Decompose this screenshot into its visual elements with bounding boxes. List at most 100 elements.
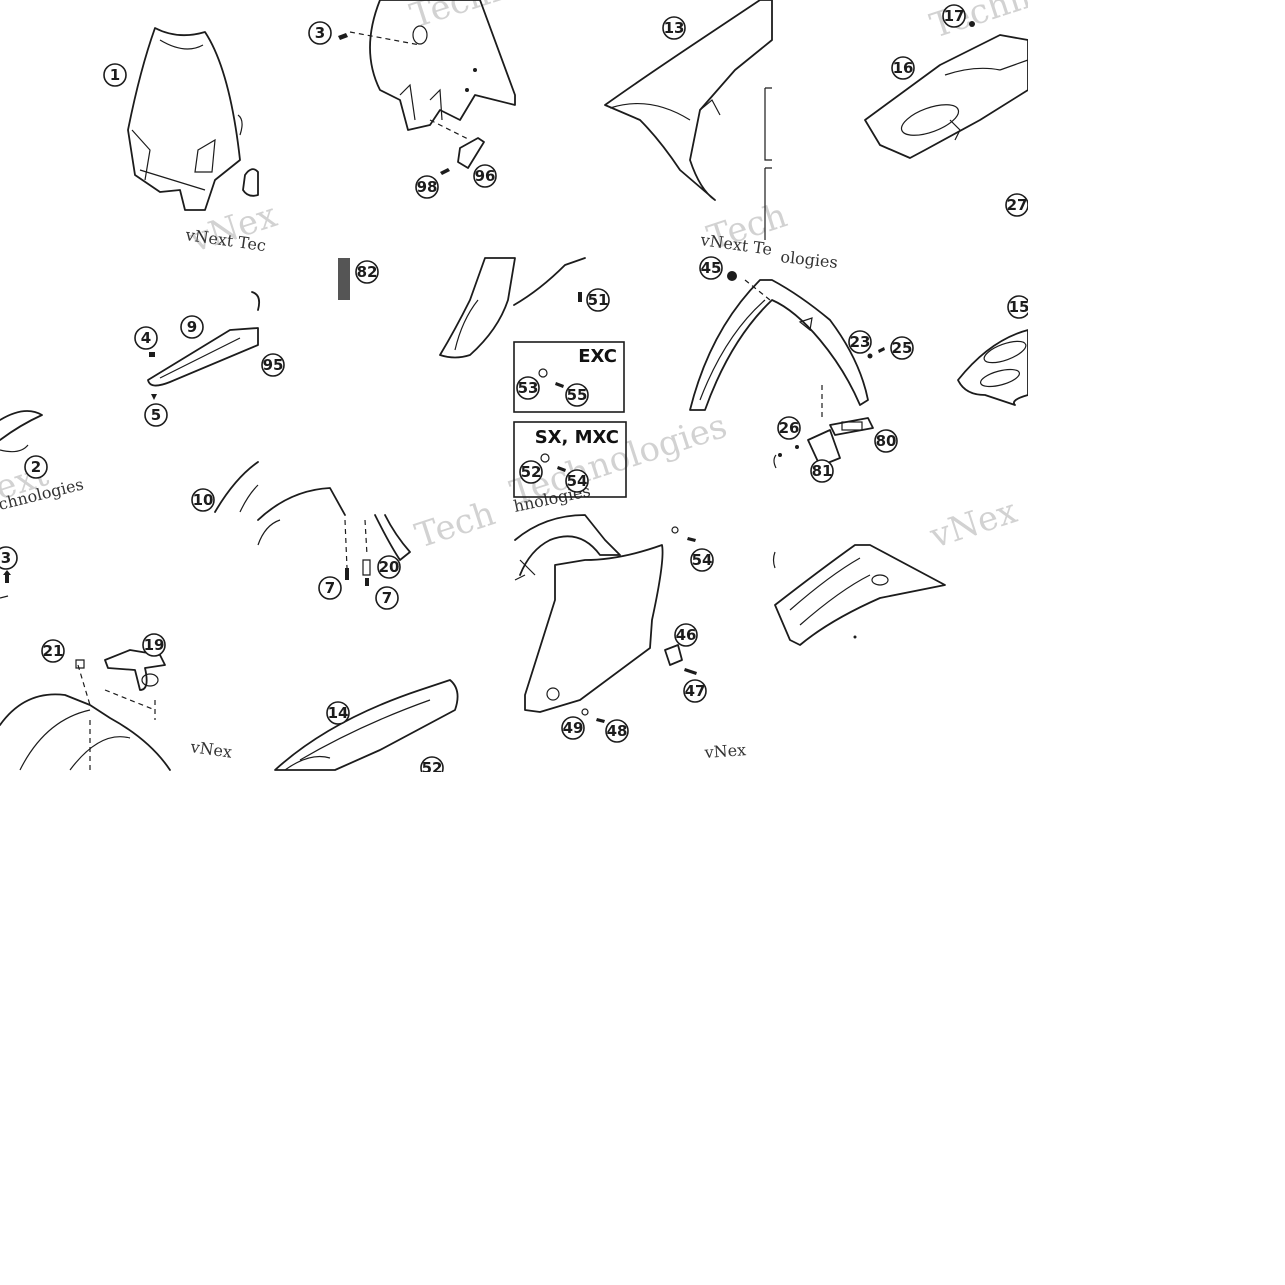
svg-text:55: 55 [567,386,588,404]
callout-53: 53 [516,376,540,400]
watermark-text: Techno [405,0,535,37]
shroud-bracket-drawing [0,410,43,453]
callout-10: 10 [191,488,215,512]
callout-52: 52 [519,460,543,484]
svg-text:13: 13 [664,19,685,37]
svg-text:27: 27 [1007,196,1028,214]
svg-text:96: 96 [475,167,496,185]
svg-text:45: 45 [701,259,722,277]
air-box-strip-drawing [338,258,350,300]
sx-mxc-variant-box [513,421,627,498]
svg-text:15: 15 [1009,298,1030,316]
callout-5: 5 [144,403,168,427]
callout-98: 98 [415,175,439,199]
callout-96: 96 [473,164,497,188]
variant-boxes: EXC SX, MXC [513,341,627,498]
callout-4: 4 [134,326,158,350]
callout-9: 9 [180,315,204,339]
watermark-text: Tech [410,493,500,556]
headlight-mask-drawing [127,27,259,211]
callout-17: 17 [942,4,966,28]
side-number-plate-drawing [514,514,697,723]
svg-text:21: 21 [43,642,64,660]
svg-text:2: 2 [31,458,41,476]
svg-text:48: 48 [607,722,628,740]
svg-text:46: 46 [676,626,697,644]
callout-27: 27 [1005,193,1029,217]
svg-text:81: 81 [812,462,833,480]
spoiler-drawing [147,291,261,400]
svg-text:10: 10 [193,491,214,509]
svg-text:9: 9 [187,318,197,336]
callout-81: 81 [810,459,834,483]
callout-21: 21 [41,639,65,663]
callout-26: 26 [777,416,801,440]
rear-fender-drawing [604,0,773,240]
svg-text:80: 80 [876,432,897,450]
number-plate-drawing [338,0,516,175]
svg-text:14: 14 [328,704,349,722]
exc-variant-box [513,341,625,413]
callout-15: 15 [1007,295,1031,319]
svg-text:3: 3 [1,549,11,567]
svg-text:49: 49 [563,719,584,737]
callout-23: 23 [848,330,872,354]
svg-text:53: 53 [518,379,539,397]
callout-7-second: 7 [375,586,399,610]
front-fender-tip-drawing [439,257,586,359]
svg-text:47: 47 [685,682,706,700]
svg-text:98: 98 [417,178,438,196]
callout-46: 46 [674,623,698,647]
callout-13: 13 [662,16,686,40]
svg-text:20: 20 [379,558,400,576]
svg-text:1: 1 [110,66,120,84]
callout-82: 82 [355,260,379,284]
svg-text:52: 52 [521,463,542,481]
radiator-scoop-drawing [214,461,259,513]
svg-text:95: 95 [263,356,284,374]
svg-text:23: 23 [850,333,871,351]
seat-drawing [864,21,1029,159]
svg-text:5: 5 [151,406,161,424]
callout-55: 55 [565,383,589,407]
callout-54: 54 [565,469,589,493]
callout-7: 7 [318,576,342,600]
fuel-tank-drawing [0,570,171,771]
svg-text:17: 17 [944,7,965,25]
callout-2: 2 [24,455,48,479]
callout-19: 19 [142,633,166,657]
callout-3-lower: 3 [0,546,18,570]
part-drawings: EXC SX, MXC [0,0,1029,771]
callout-49: 49 [561,716,585,740]
svg-text:26: 26 [779,419,800,437]
svg-text:4: 4 [141,329,151,347]
callout-25: 25 [890,336,914,360]
svg-text:82: 82 [357,263,378,281]
callout-51: 51 [586,288,610,312]
callout-54-lower: 54 [690,548,714,572]
svg-text:19: 19 [144,636,165,654]
sx-mxc-variant-label: SX, MXC [535,427,619,448]
callouts: 1 2 3 3 4 5 7 7 9 10 13 14 15 16 17 19 2… [0,4,1031,780]
radiator-guard-drawing [257,487,459,771]
callout-95: 95 [261,353,285,377]
svg-text:7: 7 [325,579,335,597]
watermark-text: Techn [925,0,1035,47]
svg-text:3: 3 [315,24,325,42]
callout-80: 80 [874,429,898,453]
svg-text:7: 7 [382,589,392,607]
callout-3: 3 [308,21,332,45]
callout-48: 48 [605,719,629,743]
watermark-text: vNex [924,491,1021,557]
callout-1: 1 [103,63,127,87]
callout-47: 47 [683,679,707,703]
callout-14: 14 [326,701,350,725]
svg-text:25: 25 [892,339,913,357]
watermark-text: vNex [703,740,747,762]
rear-fender-lower-drawing [772,544,946,646]
svg-text:54: 54 [567,472,588,490]
watermark-text: vNex [188,737,233,762]
callout-45: 45 [699,256,723,280]
